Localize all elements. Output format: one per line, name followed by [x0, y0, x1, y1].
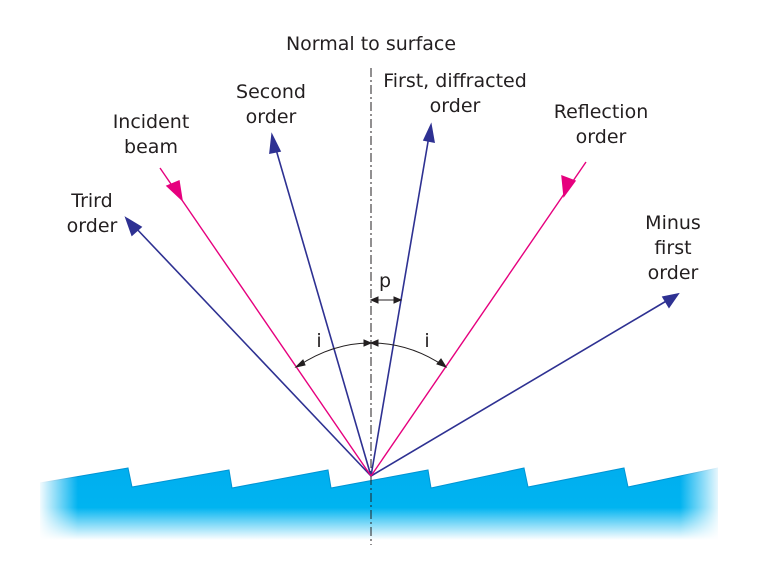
minus-first-order-ray [370, 299, 669, 477]
angle-p-arrow-a [369, 296, 379, 304]
first-order-label-line1: First, diffracted [383, 70, 527, 92]
minus-first-order-label-line1: Minus [645, 212, 701, 234]
third-order-label-line1: Trird [70, 190, 112, 212]
third-order-label-line2: order [67, 215, 118, 237]
reflection-order-label-line1: Reflection [554, 101, 649, 123]
angle-i-right-arc [371, 342, 445, 367]
grating-fade-left [38, 460, 78, 545]
third-order-ray [133, 225, 372, 477]
grating-surface [38, 460, 722, 545]
angle-markers [294, 296, 448, 368]
angle-p-label: p [379, 270, 391, 292]
reflection-order-label-line2: order [576, 126, 627, 148]
reflection-order-ray [370, 161, 587, 477]
second-order-ray [274, 145, 372, 477]
angle-i-right-arrow-a [369, 339, 379, 347]
normal-label: Normal to surface [286, 33, 456, 55]
first-order-label-line2: order [430, 95, 481, 117]
first-order-arrowhead [422, 122, 435, 144]
labels: Normal to surface Second order First, di… [67, 33, 701, 352]
angle-i-left-arrow-b [363, 339, 373, 347]
incident-beam-arrowhead [165, 180, 184, 202]
grating-body [40, 468, 718, 540]
diffracted-rays [124, 122, 680, 477]
minus-first-order-arrowhead [661, 292, 680, 309]
angle-i-right-arrow-b [436, 358, 448, 368]
reflection-order-arrowhead [561, 174, 577, 198]
second-order-arrowhead [269, 132, 282, 154]
incident-beam-ray [159, 167, 372, 477]
angle-i-right-label: i [424, 330, 429, 352]
minus-first-order-label-line3: order [648, 262, 699, 284]
grating-edge [39, 467, 719, 489]
angle-p-arrow-b [393, 296, 403, 304]
grating-fade-right [680, 460, 722, 545]
second-order-label-line1: Second [236, 81, 306, 103]
beam-rays [159, 161, 587, 477]
third-order-arrowhead [124, 216, 143, 237]
angle-i-left-arrow-a [294, 359, 306, 368]
first-order-ray [370, 135, 430, 477]
minus-first-order-label-line2: first [654, 237, 691, 259]
second-order-label-line2: order [246, 106, 297, 128]
incident-beam-label-line2: beam [124, 136, 178, 158]
incident-beam-label-line1: Incident [113, 111, 190, 133]
angle-i-left-arc [297, 342, 371, 367]
angle-i-left-label: i [316, 330, 321, 352]
